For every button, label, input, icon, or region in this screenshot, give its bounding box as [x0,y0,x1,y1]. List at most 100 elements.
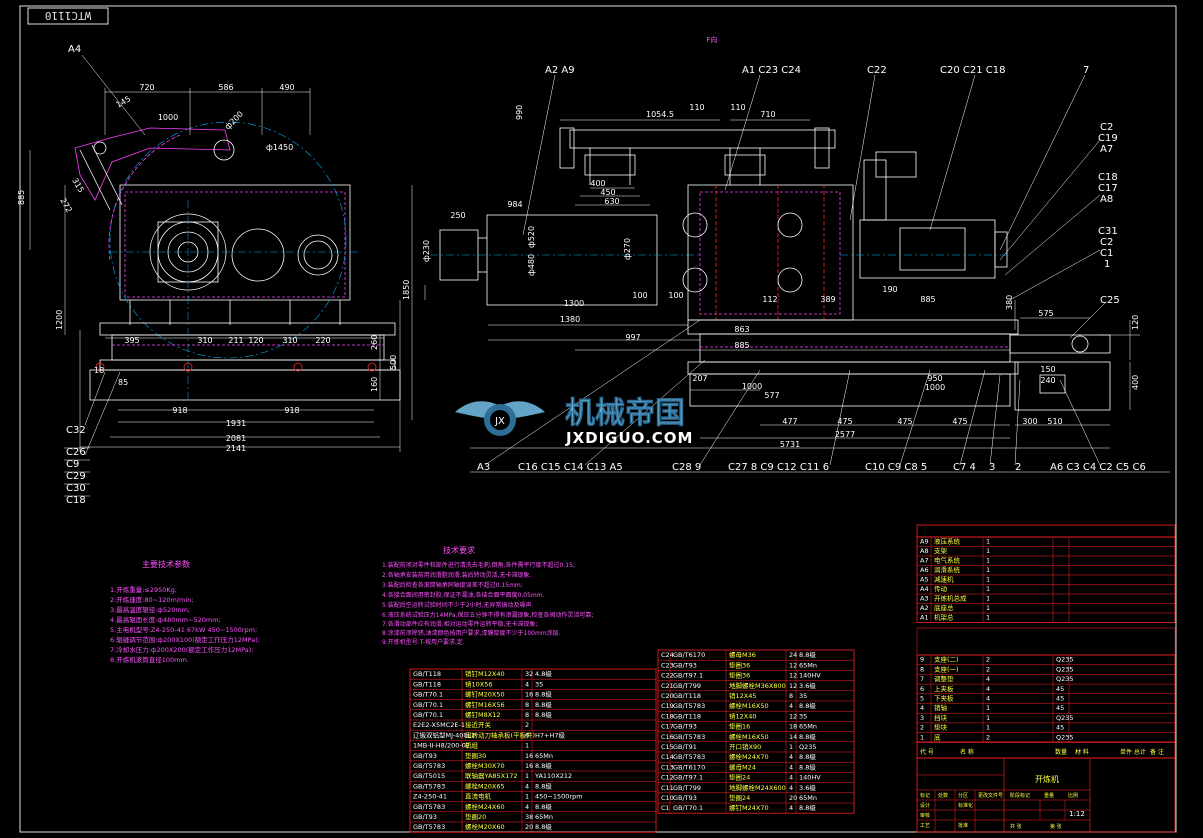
bom-left-cell: 垫圈30 [465,751,486,760]
bom-mid-cell: 35 [799,692,807,700]
bom-right-a-cell: 1 [986,576,990,584]
front-view [424,74,1170,473]
label-C22: C22 [867,65,887,76]
tb-label: 重量 [1044,792,1054,799]
bom-right-a-cell: 1 [986,538,990,546]
bom-right-n-cell: 4 [986,695,990,703]
bom-right-a-cell: 1 [986,566,990,574]
dim-450: 450 [600,188,615,197]
watermark-brand: 机械帝国 [565,396,685,431]
bom-mid-cell: 螺母M36 [729,650,756,659]
bom-mid-cell: 4 [789,702,793,710]
bom-right-n-cell: 5 [920,695,924,703]
bom-left-cell: 20 [525,823,533,831]
bom-right-a-cell: 润滑系统 [934,565,961,574]
dim-2081: 2081 [226,434,246,443]
bom-right-n-cell: 4 [920,704,924,712]
label-C1: C1 [1100,248,1113,259]
bom-left-cell: 6 [525,731,529,739]
svg-text:JX: JX [494,416,505,427]
bom-left-cell: 16 [525,752,533,760]
bom-right-a-cell: A3 [920,595,929,603]
bom-mid-cell: 4 [789,774,793,782]
label-C27-6: C27 8 C9 C12 C11 6 [728,462,829,473]
bom-mid-cell: 1 [789,743,793,751]
bom-right-n-cell: 6 [920,685,924,693]
part-label-C18: C18 [66,495,86,506]
bom-mid-cell: 140HV [799,774,821,782]
bom-left-cell: GB/T5783 [413,823,445,831]
main-params-line: 3.最高温度辊径:ф520mm; [110,605,190,614]
bom-mid-cell: 螺母M24 [729,762,756,771]
label-1: 1 [1104,259,1110,270]
dim-phi1450: ф1450 [266,143,293,152]
tb-label: 设计 [920,802,930,809]
dim-586: 586 [218,83,233,92]
tech-req-line: 8.涂漆前须除锈,油漆颜色按用户要求,漆膜厚度不少于100mm涂层. [382,629,561,637]
label-C19: C19 [1098,133,1118,144]
bom-left-cell: 联轴器YA85X172 [465,771,518,780]
dim-190: 190 [882,285,897,294]
bom-left-cell: 1 [525,793,529,801]
label-A7: A7 [1100,144,1113,155]
label-C25: C25 [1100,295,1120,306]
bom-mid-cell: 垫圈24 [729,773,750,782]
label-A1-C23-C24: A1 C23 C24 [742,65,801,76]
main-params-line: 7.冷却水压力:ф200X200(额定工作压力12MPa); [110,645,253,654]
side-view [29,54,413,456]
part-label-C9: C9 [66,459,79,470]
drawing-number-block: WTC1110 [27,7,109,25]
dim-100b: 100 [668,291,683,300]
bom-mid-cell: GB/T5783 [673,733,705,741]
part-label-A4: A4 [68,44,81,55]
tech-req-line: 4.各接合面间用密封胶,保证不漏油,各结合面平面度0.05mm. [382,591,545,599]
bom-mid-cell: 20 [789,794,797,802]
dim-120: 120 [1131,315,1140,330]
label-2: 2 [1015,462,1021,473]
dim-1931: 1931 [226,419,246,428]
bom-mid-cell: 垫圈24 [729,793,750,802]
bom-left-cell: 销10X56 [465,679,493,688]
label-C7-4: C7 4 [953,462,976,473]
dim-630: 630 [604,197,619,206]
label-C31: C31 [1098,226,1118,237]
bom-left-cell: GB/T93 [413,813,437,821]
label-C28-9: C28 9 [672,462,701,473]
label-C10-5: C10 C9 C8 5 [865,462,927,473]
dim-272: 272 [58,197,73,215]
dim-885: 885 [920,295,935,304]
tb-label: 批准 [958,822,968,829]
bom-mid-cell: 螺钉M24X70 [729,803,769,812]
main-params-note: 主要技术参数 1.开炼重量:≤2950Kg; 2.开炼速度:80~120m/mi… [110,559,260,664]
bom-right-a-cell: 减速机 [934,575,954,584]
bom-mid-cell: GB/T91 [673,743,697,751]
dim-990: 990 [515,105,524,120]
bom-mid-cell: 65Mn [799,794,817,802]
dim-1300: 1300 [564,299,584,308]
bom-mid-cell: C15 [661,743,674,751]
dim-112: 112 [762,295,777,304]
tech-req-line: 5.装配后空运转试验时间不少于2小时,无异常振动及噪声. [382,601,533,609]
tech-req-title: 技术要求 [443,545,475,555]
bom-left-cell: 65Mn [535,813,553,821]
dim-710: 710 [760,110,775,119]
bom-mid-cell: C1 [661,804,670,812]
dim-395: 395 [124,336,139,345]
bom-mid-cell: 螺栓M16X50 [729,701,769,710]
bom-right-a-cell: A7 [920,557,929,565]
dim-1000: 1000 [158,113,178,122]
bom-left-cell: GB/T5015 [413,772,445,780]
view-label: F向 [706,35,717,44]
label-C2-a: C2 [1100,122,1113,133]
drawing-number: WTC1110 [45,9,91,22]
